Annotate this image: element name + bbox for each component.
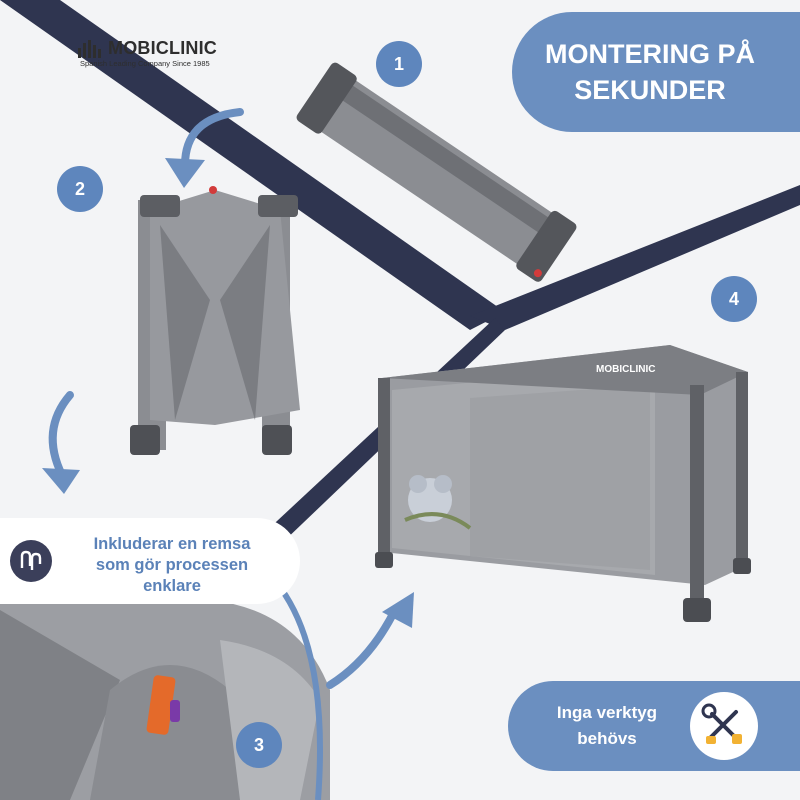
headline-line1: MONTERING PÅ bbox=[544, 39, 755, 69]
arrow-head bbox=[382, 592, 414, 628]
headline-line2: SEKUNDER bbox=[574, 75, 726, 105]
diagonal-band bbox=[470, 185, 800, 330]
brand-tagline: Spanish Leading Company Since 1985 bbox=[80, 59, 210, 68]
step-3-marker: 3 bbox=[236, 722, 282, 768]
step-2-marker: 2 bbox=[57, 166, 103, 212]
strip-clip-icon bbox=[10, 540, 52, 582]
pull-tab bbox=[146, 675, 176, 735]
no-tools-line1: Inga verktyg bbox=[556, 703, 658, 722]
no-tools-text: Inga verktyg behövs bbox=[522, 700, 692, 752]
tools-crossed-icon bbox=[690, 692, 758, 760]
arrow-head bbox=[42, 468, 80, 494]
cot-brand-print: MOBICLINIC bbox=[596, 364, 655, 375]
pull-tab-inner bbox=[170, 700, 180, 722]
brand-logo: MOBICLINIC Spanish Leading Company Since… bbox=[68, 36, 218, 70]
headline-pill: MONTERING PÅ SEKUNDER bbox=[512, 12, 800, 132]
step3-fabric bbox=[90, 665, 250, 800]
no-tools-line2: behövs bbox=[577, 729, 637, 748]
strip-note-line3: enklare bbox=[143, 577, 201, 595]
arrow-head bbox=[165, 158, 205, 188]
step-1-marker: 1 bbox=[376, 41, 422, 87]
assembled-cot bbox=[375, 345, 751, 622]
brand-mark-icon bbox=[78, 40, 101, 58]
strip-note-text: Inkluderar en remsa som gör processen en… bbox=[60, 534, 284, 597]
diagonal-band bbox=[0, 0, 505, 330]
folded-cot bbox=[296, 62, 577, 282]
strip-note-line2: som gör processen bbox=[95, 556, 249, 574]
strip-note-line1: Inkluderar en remsa bbox=[93, 535, 251, 553]
arrow-curved-icon bbox=[48, 108, 399, 689]
step3-fabric bbox=[0, 610, 120, 800]
opening-cot bbox=[130, 186, 300, 455]
step-4-marker: 4 bbox=[711, 276, 757, 322]
brand-name: MOBICLINIC bbox=[108, 38, 217, 58]
